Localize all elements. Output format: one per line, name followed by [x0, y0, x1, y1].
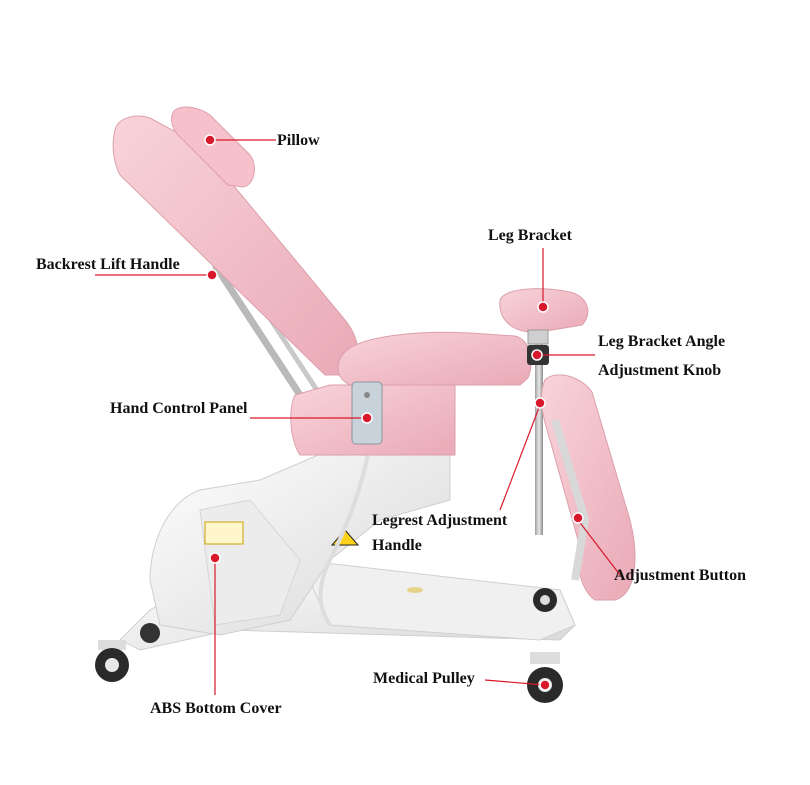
adjustment-button-marker	[572, 512, 584, 524]
pillow	[171, 106, 255, 188]
hand-control-panel-marker	[361, 412, 373, 424]
hand-control-panel-label: Hand Control Panel	[110, 400, 248, 417]
pillow-label: Pillow	[277, 132, 320, 149]
leg-bracket-angle-knob-marker	[531, 349, 543, 361]
legrest-adjustment-label-line2: Handle	[372, 537, 422, 554]
leg-bracket-post	[535, 330, 543, 535]
leg-bracket-angle-label-line1: Leg Bracket Angle	[598, 333, 726, 350]
medical-pulley-label: Medical Pulley	[373, 670, 475, 687]
legrest	[540, 374, 636, 601]
backrest-lift-handle-label: Backrest Lift Handle	[36, 256, 180, 273]
legrest-adjustment-handle-marker	[534, 397, 546, 409]
control-cable	[318, 439, 372, 627]
callout-markers	[204, 134, 584, 691]
abs-bottom-cover	[149, 439, 451, 636]
caster-back-left	[140, 623, 160, 643]
adjustment-button-label: Adjustment Button	[614, 567, 747, 584]
medical-pulley-marker	[539, 679, 551, 691]
caster-back-right	[533, 588, 557, 612]
leg-bracket-angle-label-line2: Adjustment Knob	[598, 362, 722, 379]
pillow-marker	[204, 134, 216, 146]
abs-bottom-cover-marker	[209, 552, 221, 564]
seat	[337, 331, 532, 386]
leg-bracket-label: Leg Bracket	[488, 227, 572, 244]
legrest-adjustment-label-line1: Legrest Adjustment	[372, 512, 508, 529]
leg-bracket-marker	[537, 301, 549, 313]
caster-front-left	[95, 640, 129, 682]
caster-front-right	[527, 652, 563, 703]
backrest-lift-handle-marker	[206, 269, 218, 281]
leader-lines	[95, 139, 621, 695]
abs-bottom-cover-label: ABS Bottom Cover	[150, 700, 282, 717]
